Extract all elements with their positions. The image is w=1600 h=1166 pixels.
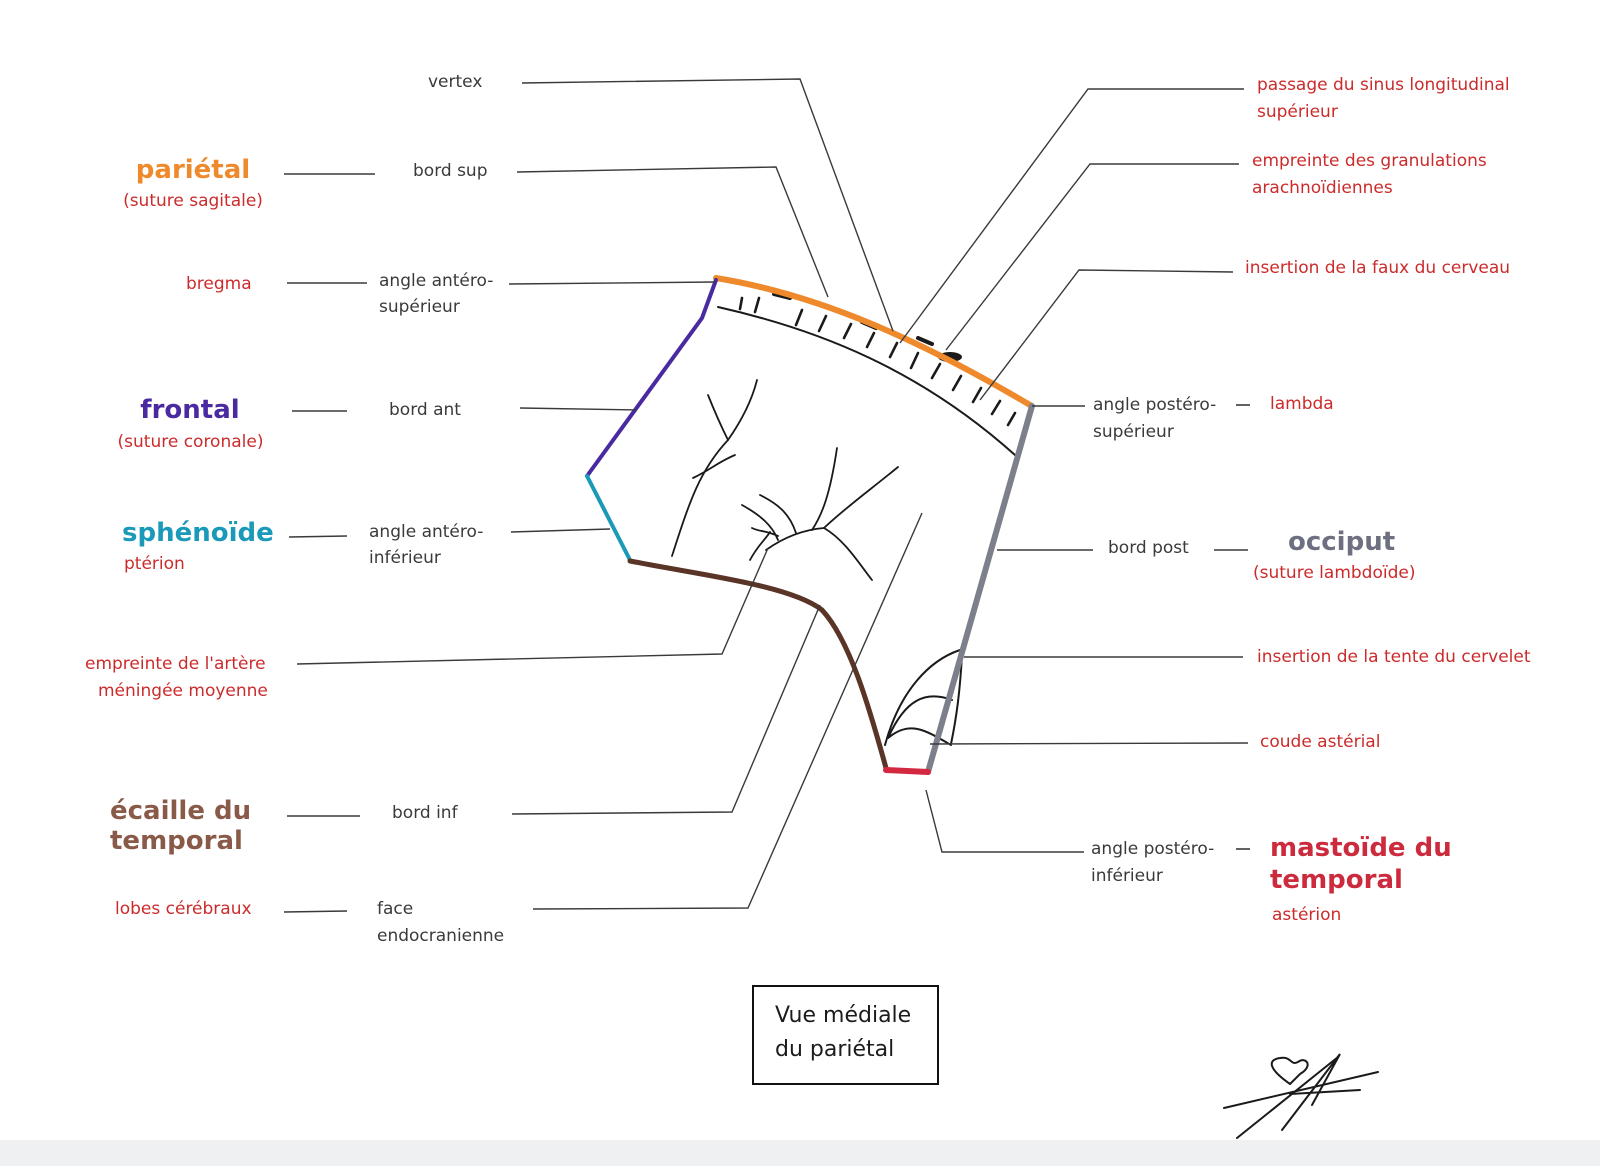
border-asterion-mastoid [883,767,931,775]
leader-lines [296,78,1249,910]
border-anterior-frontal [585,278,718,478]
empreinte-artere-line1: empreinte de l'artère [85,654,266,674]
ecaille-temporal-line1: écaille du [110,796,252,826]
leader-granulations [945,163,1239,351]
angle-antero-superieur-line2: supérieur [379,297,460,317]
bord-post-label: bord post [1108,538,1189,558]
occiput-bone-name: occiput [1288,527,1396,557]
ecaille-temporal-line2: temporal [110,826,243,856]
parietal-bone-name: pariétal [135,155,251,185]
border-inferior-temporal [627,558,889,771]
border-pterion-sphenoid [585,474,632,562]
suture-coronale-label: (suture coronale) [117,432,264,452]
tente-cervelet-label: insertion de la tente du cervelet [1257,647,1531,667]
angle-antero-inferieur-line2: inférieur [369,548,441,568]
granulations-line1: empreinte des granulations [1252,151,1487,171]
leader-empreinte-artere [296,547,769,665]
mastoide-line1: mastoïde du [1270,833,1452,863]
coude-asterial-label: coude astérial [1260,732,1381,752]
caption-line2: du pariétal [775,1037,895,1062]
leader-angle-antero-superieur [508,281,716,285]
passage-sinus-line1: passage du sinus longitudinal [1257,75,1510,95]
leader-faux-cerveau [979,269,1234,401]
passage-sinus-line2: supérieur [1257,102,1338,122]
empreinte-artere-line2: méningée moyenne [98,681,268,701]
bregma-label: bregma [186,274,252,294]
caption-line1: Vue médiale [775,1003,912,1028]
leader-bord-ant [519,407,638,411]
faux-cerveau-label: insertion de la faux du cerveau [1245,258,1511,278]
frontal-bone-name: frontal [140,395,240,425]
leader-coude-asterial [929,742,1249,745]
lambda-label: lambda [1270,394,1334,414]
leader-face-endocranienne [532,512,923,910]
meningeal-artery-branches [671,379,899,581]
vertex-label: vertex [428,72,483,92]
bord-inf-label: bord inf [392,803,458,823]
suture-lambdoide-label: (suture lambdoïde) [1253,563,1416,583]
bord-sup-label: bord sup [413,161,488,181]
scanner-bottom-edge [0,1140,1600,1166]
bone-inner-contours [717,306,1016,746]
pterion-label: ptérion [124,554,185,574]
connector-dashes [283,173,1250,913]
asterion-label: astérion [1272,905,1342,925]
angle-postero-inferieur-line2: inférieur [1091,866,1163,886]
angle-postero-superieur-line1: angle postéro- [1093,395,1217,415]
leader-angle-antero-inferieur [510,528,611,533]
angle-antero-inferieur-line1: angle antéro- [369,522,484,542]
leader-passage-sinus [899,88,1244,344]
border-posterior-occiput [925,403,1035,775]
sphenoide-bone-name: sphénoïde [122,518,274,548]
angle-postero-inferieur-line1: angle postéro- [1091,839,1215,859]
mastoide-line2: temporal [1270,865,1403,895]
face-endocranienne-line2: endocranienne [377,926,505,946]
caption-box: Vue médiale du pariétal [752,985,939,1085]
border-superior-parietal [713,275,1033,408]
signature [1223,1053,1379,1139]
granulations-line2: arachnoïdiennes [1252,178,1393,198]
suture-sagitale-label: (suture sagitale) [123,191,263,211]
bord-ant-label: bord ant [389,400,461,420]
angle-antero-superieur-line1: angle antéro- [379,271,494,291]
angle-postero-superieur-line2: supérieur [1093,422,1174,442]
leader-bord-sup [516,166,829,298]
face-endocranienne-line1: face [377,899,414,919]
granulation-marks [738,296,1017,427]
leader-bord-inf [511,604,821,815]
leader-vertex [521,78,894,332]
lobes-cerebraux-label: lobes cérébraux [115,899,252,919]
leader-angle-postero-inferieur [925,789,1084,853]
